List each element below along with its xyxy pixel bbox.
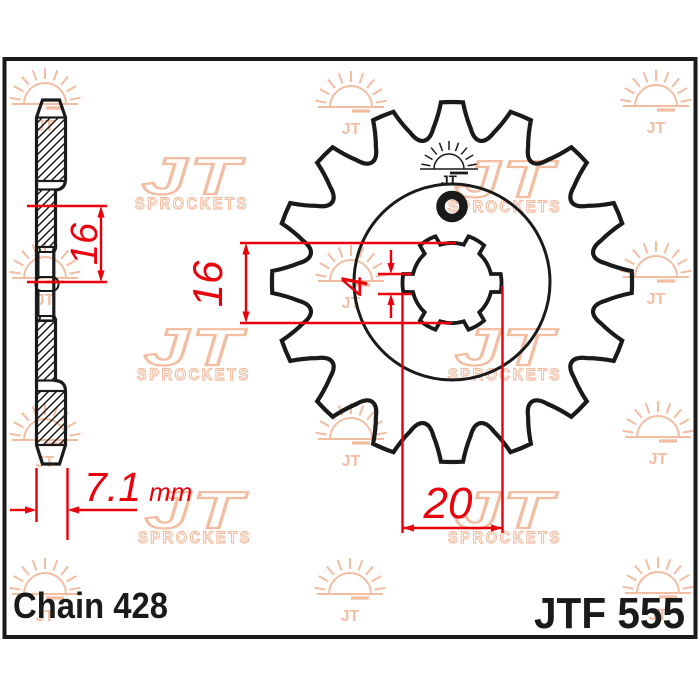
watermark-sprockets-text: SPROCKETS [138,529,252,547]
dim-arrow-up-icon [97,206,105,218]
watermark-sun-icon: JT [622,557,694,624]
side-hatch-hub-bottom [35,319,57,382]
dim-side-hub-length: 16 [64,222,106,265]
watermark-jt-text: JT [145,482,248,540]
side-hatch-hub-top [35,188,57,249]
dimension-annotations: 16 7.1 mm 16 4 20 [10,204,504,540]
watermark-sun-icon: JT [315,71,387,138]
watermark-sun-icon: JT [620,70,692,137]
watermark-sprockets-text: SPROCKETS [137,366,251,384]
side-section-view [34,98,68,466]
watermark-sun-icon-jt: JT [341,608,360,625]
side-hatch-plate-bottom [35,389,67,447]
dim-arrow-up-icon [242,243,250,255]
watermark-sprockets-text: SPROCKETS [448,366,562,384]
watermark-sun-icon: JT [622,401,694,468]
watermark-sun-icon-jt: JT [36,608,55,625]
part-number-label: JTF 555 [534,589,685,638]
mounting-hole-icon [436,190,468,223]
jt-stamp-sun-icon: JT [420,141,478,188]
watermark-sun-icon: JT [314,558,386,625]
watermark-sun-icon-jt: JT [647,120,666,137]
watermark-jt-text: JT [144,319,247,377]
watermark-sun-icon: JT [9,558,81,625]
dim-front-spline-slot: 4 [334,276,375,297]
watermark-sun-icon-jt: JT [647,291,666,308]
dim-front-spline-outer: 20 [423,479,473,528]
watermark-sprockets-text: SPROCKETS [135,195,249,213]
dim-arrow-down-icon [97,270,105,282]
watermark-sun-icon-jt: JT [649,451,668,468]
watermark-jt-text: JT [142,148,245,206]
dim-arrow-up-icon [387,294,395,305]
side-hatch-plate-top [35,116,67,183]
watermark-sun-icon-jt: JT [342,453,361,470]
drawing-border [2,57,698,639]
dim-arrow-left-icon [67,506,79,514]
dim-arrow-right-icon [25,506,37,514]
dim-arrow-left-icon [402,524,414,532]
chain-spec-label: Chain 428 [13,585,168,626]
watermark-sun-icon-jt: JT [649,607,668,624]
dim-side-tooth-width: 7.1 [84,464,141,510]
dim-side-tooth-width-unit: mm [149,477,192,507]
side-bore-wall-top [37,251,55,278]
jt-stamp-sun-icon-jt: JT [441,173,458,188]
gear-teeth-outline [269,99,635,465]
side-bore-chamfer-bottom [37,315,56,322]
dim-arrow-down-icon [387,263,395,274]
watermark-jt-text: JT [455,482,558,540]
watermark-sun-icon: JT [315,403,387,470]
dim-arrow-right-icon [491,524,503,532]
watermark-sprockets-text: SPROCKETS [448,529,562,547]
watermark-sun-icon-jt: JT [36,292,55,309]
watermark-sprockets-text: SPROCKETS [448,198,562,216]
front-view: JT [269,99,635,465]
dim-front-bore: 16 [184,260,231,307]
jt-sun-stamp: JT [420,141,478,188]
hub-circle [352,182,552,382]
dim-arrow-down-icon [242,311,250,323]
watermark-sun-icon-jt: JT [342,121,361,138]
spline-bore-outline [400,233,504,333]
